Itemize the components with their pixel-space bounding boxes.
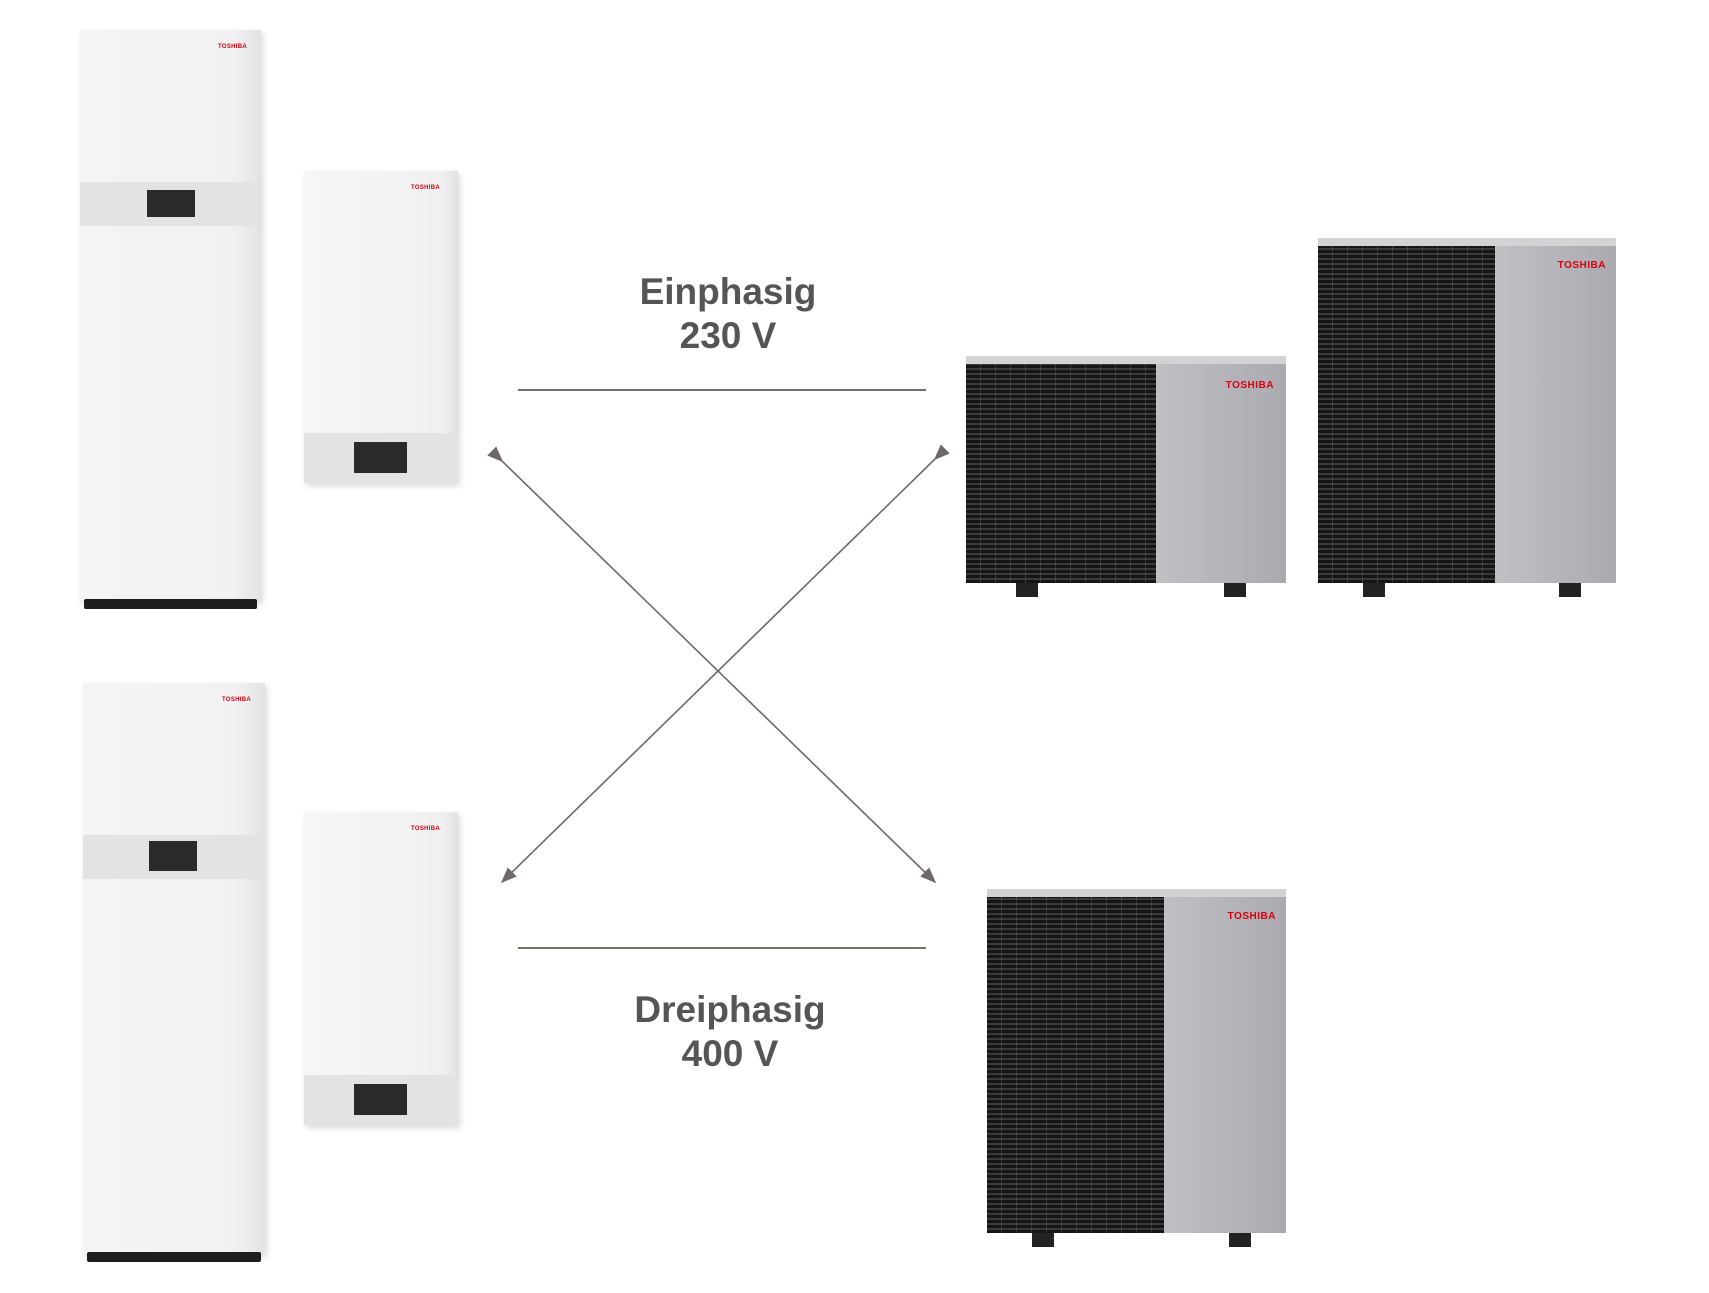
control-screen: [354, 1084, 407, 1115]
brand-logo: TOSHIBA: [1227, 911, 1276, 922]
unit-foot: [1032, 1233, 1054, 1247]
unit-base: [84, 599, 257, 609]
fan-grille: [966, 364, 1156, 583]
arrow-line-b: [500, 444, 950, 884]
unit-foot: [1224, 583, 1246, 597]
fan-grille: [1318, 246, 1495, 583]
three-phase-voltage: 400 V: [681, 1033, 779, 1074]
control-screen: [149, 841, 197, 871]
three-phase-divider: [518, 947, 926, 949]
single-phase-voltage: 230 V: [679, 315, 777, 356]
brand-logo: TOSHIBA: [218, 44, 247, 50]
unit-foot: [1559, 583, 1581, 597]
indoor-tower-unit-top: TOSHIBA: [80, 30, 261, 609]
indoor-wall-unit-bottom: TOSHIBA: [304, 812, 458, 1125]
unit-foot: [1363, 583, 1385, 597]
brand-logo: TOSHIBA: [1225, 380, 1274, 391]
brand-logo: TOSHIBA: [222, 697, 251, 703]
fan-grille: [987, 897, 1164, 1233]
control-screen: [354, 442, 407, 473]
control-screen: [147, 190, 195, 217]
unit-foot: [1016, 583, 1038, 597]
indoor-tower-unit-bottom: TOSHIBA: [83, 683, 265, 1262]
outdoor-unit-single-phase-large: TOSHIBA: [1318, 238, 1616, 597]
outdoor-unit-three-phase: TOSHIBA: [987, 889, 1286, 1247]
single-phase-divider: [518, 389, 926, 391]
brand-logo: TOSHIBA: [411, 826, 440, 832]
outdoor-unit-single-phase-small: TOSHIBA: [966, 356, 1286, 597]
single-phase-title: Einphasig: [639, 271, 817, 312]
brand-logo: TOSHIBA: [1557, 260, 1606, 271]
indoor-wall-unit-top: TOSHIBA: [304, 171, 458, 483]
unit-base: [87, 1252, 261, 1262]
three-phase-title: Dreiphasig: [634, 989, 826, 1030]
brand-logo: TOSHIBA: [411, 185, 440, 191]
unit-foot: [1229, 1233, 1251, 1247]
